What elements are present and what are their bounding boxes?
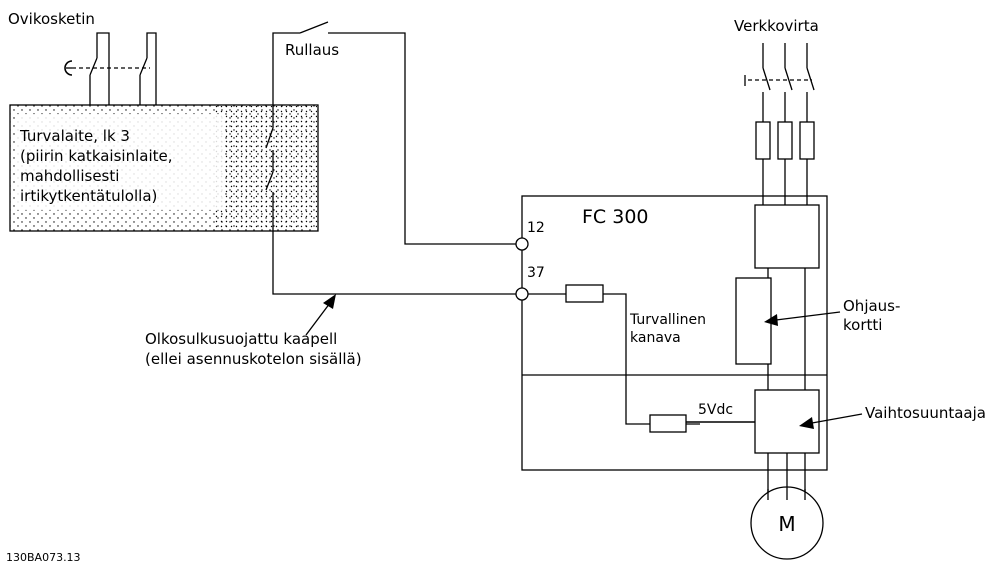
mains-label: Verkkovirta (734, 17, 819, 35)
inverter-label: Vaihtosuuntaaja (865, 404, 986, 422)
terminal-12-label: 12 (527, 220, 545, 236)
motor: M (750, 486, 824, 560)
mains-supply: Verkkovirta (734, 17, 819, 205)
cable-label-1: Olkosulkusuojattu kaapell (145, 330, 337, 348)
motor-label: M (778, 512, 795, 536)
safe-stop-cable (272, 212, 516, 295)
cable-label-2: (ellei asennuskotelon sisällä) (145, 350, 362, 368)
fuse-2 (777, 121, 793, 160)
actuator-icon (64, 60, 73, 76)
door-switch: Ovikosketin (8, 10, 157, 105)
safety-device-text-1: Turvalaite, lk 3 (19, 127, 130, 145)
arrow-head-icon (799, 417, 814, 429)
supply-5v-label: 5Vdc (698, 402, 733, 418)
roll-label: Rullaus (285, 41, 339, 59)
arrow-head-icon (764, 314, 778, 326)
safe-channel-resistor-bottom (649, 414, 687, 433)
safe-channel-label-1: Turvallinen (629, 312, 706, 328)
door-switch-label: Ovikosketin (8, 10, 95, 28)
fc300-title: FC 300 (582, 206, 649, 228)
roll-contact: Rullaus (272, 21, 516, 245)
terminal-12 (515, 237, 529, 251)
control-card-block (735, 277, 772, 365)
rectifier-block (754, 204, 820, 269)
terminal-37 (515, 287, 529, 301)
safe-channel-resistor-top (565, 284, 604, 303)
control-card-callout: Ohjaus- kortti (764, 297, 900, 334)
safe-channel-label-2: kanava (630, 330, 681, 346)
control-card-label-2: kortti (843, 316, 882, 334)
arrow-head-icon (323, 294, 336, 309)
fuse-3 (799, 121, 815, 160)
fc300-drive: FC 300 12 37 Turvallinen kanava 5Vdc (515, 195, 828, 500)
safety-device-shade (215, 106, 317, 230)
safety-device-text-2: (piirin katkaisinlaite, (20, 147, 173, 165)
figure-code: 130BA073.13 (6, 551, 81, 564)
safety-device-text-4: irtikytkentätulolla) (20, 187, 157, 205)
fuse-1 (755, 121, 771, 160)
terminal-37-label: 37 (527, 265, 545, 281)
control-card-label-1: Ohjaus- (843, 297, 900, 315)
inverter-callout: Vaihtosuuntaaja (799, 404, 986, 429)
safety-device: Turvalaite, lk 3 (piirin katkaisinlaite,… (9, 104, 319, 232)
safety-device-text-3: mahdollisesti (20, 167, 119, 185)
cable-callout: Olkosulkusuojattu kaapell (ellei asennus… (145, 294, 362, 368)
